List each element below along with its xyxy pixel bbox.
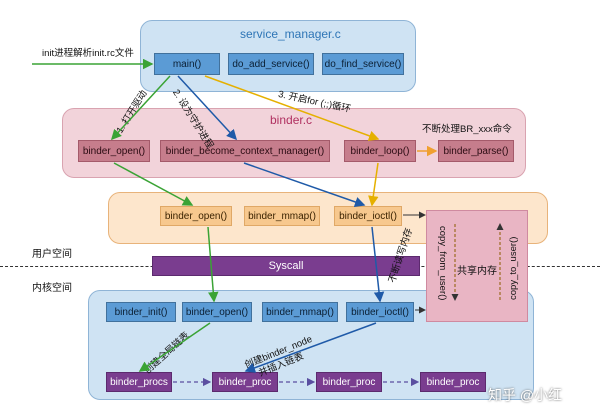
binder-parse-note: 不断处理BR_xxx命令 xyxy=(422,124,512,135)
loop-to-ioctl-arrow xyxy=(368,162,379,207)
watermark: 知乎 @小红 xyxy=(488,387,563,403)
kernel-binder-ioctl: binder_ioctl() xyxy=(346,302,414,322)
open-to-user-open-arrow xyxy=(113,162,194,206)
init-label: init进程解析init.rc文件 xyxy=(42,48,134,59)
user-ioctl-to-kernel-ioctl-arrow xyxy=(371,226,385,303)
binder-c-binder-open: binder_open() xyxy=(78,140,150,162)
shared-memory-block xyxy=(426,210,528,322)
init-to-procs-arrow xyxy=(138,322,211,372)
step-1-arrow xyxy=(110,75,171,141)
user-binder-open: binder_open() xyxy=(160,206,232,226)
binder-proc-2: binder_proc xyxy=(316,372,382,392)
user-binder-mmap: binder_mmap() xyxy=(244,206,320,226)
binder-become-context-manager: binder_become_context_manager() xyxy=(160,140,330,162)
do-find-service-func: do_find_service() xyxy=(322,53,404,75)
user-space-label: 用户空间 xyxy=(32,249,72,260)
binder-loop: binder_loop() xyxy=(344,140,416,162)
step-3-arrow xyxy=(204,75,380,141)
step-2-arrow xyxy=(177,75,238,141)
user-binder-ioctl: binder_ioctl() xyxy=(334,206,402,226)
main-func: main() xyxy=(154,53,220,75)
service-manager-title: service_manager.c xyxy=(240,27,341,41)
user-open-to-kernel-open-arrow xyxy=(207,226,219,303)
binder-proc-3: binder_proc xyxy=(420,372,486,392)
kernel-space-label: 内核空间 xyxy=(32,283,72,294)
binder-c-title: binder.c xyxy=(270,113,313,127)
kernel-binder-open: binder_open() xyxy=(182,302,252,322)
kernel-binder-mmap: binder_mmap() xyxy=(262,302,338,322)
binder-procs-list: binder_procs xyxy=(106,372,172,392)
kernel-binder-init: binder_init() xyxy=(106,302,176,322)
binder-parse: binder_parse() xyxy=(438,140,514,162)
do-add-service-func: do_add_service() xyxy=(228,53,314,75)
shared-memory-label: 共享内存 xyxy=(457,266,497,277)
syscall-bar: Syscall xyxy=(152,256,420,276)
ioctl-to-proc-arrow xyxy=(244,322,377,373)
ctx-to-ioctl-arrow xyxy=(243,162,366,207)
